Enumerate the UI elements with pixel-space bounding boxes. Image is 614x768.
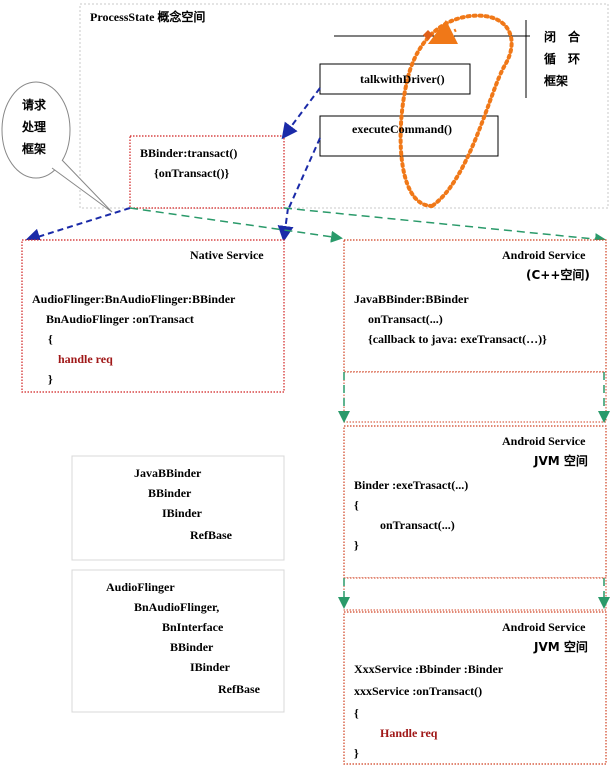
execute-to-bbinder-arrow [287,137,321,211]
android-jvm-line-1: Binder :exeTrasact(...) [354,478,469,492]
hierarchy-audio-1: AudioFlinger [106,580,175,594]
hierarchy-audio-3: BnInterface [162,620,224,634]
hierarchy-java-1: JavaBBinder [134,466,202,480]
android-jvm2-line-5: } [354,746,359,760]
bbinder-line-1: BBinder:transact() [140,146,238,160]
request-label-2: 处理 [22,120,47,134]
android-jvm2-title-2: JVM 空间 [534,640,588,654]
hierarchy-java-3: IBinder [162,506,203,520]
hierarchy-java-4: RefBase [190,528,232,542]
native-service-line-1: AudioFlinger:BnAudioFlinger:BBinder [32,292,236,306]
hierarchy-java-2: BBinder [148,486,192,500]
native-service-line-4: handle req [58,352,113,366]
loop-diamond [423,30,433,40]
talk-with-driver-box [319,63,471,95]
android-service-jvm-subframe [343,577,607,611]
hierarchy-audio-2: BnAudioFlinger, [134,600,220,614]
closed-loop-arrow [398,13,514,208]
android-jvm-title-2: JVM 空间 [534,454,588,468]
android-service-jvm2-box [343,611,607,765]
hierarchy-audio-box [71,569,285,713]
android-jvm-line-4: } [354,538,359,552]
bbinder-to-android-arrow [129,207,343,243]
native-service-line-5: } [48,372,53,386]
process-state-label: ProcessState 概念空间 [90,10,206,24]
request-label-1: 请求 [22,98,47,112]
hierarchy-java-box [71,455,285,561]
android-service-cpp-box [343,239,607,373]
hierarchy-audio-6: RefBase [218,682,260,696]
request-bubble-tail [51,159,113,213]
native-service-line-3: { [48,332,53,346]
android-jvm2-line-2: xxxService :onTransact() [354,684,483,698]
request-bubble [1,81,71,179]
bbinder-box [129,135,285,209]
execute-command-box [319,115,499,157]
closed-loop-label-1: 闭 [544,30,557,44]
talk-to-bbinder-arrow [281,87,321,140]
android-service-jvm-box [343,425,607,579]
bbinder-to-android-arrow-2 [283,207,607,246]
loop-top-arrowhead [427,19,459,45]
android-cpp-line-1: JavaBBinder:BBinder [354,292,469,306]
request-label-3: 框架 [22,142,47,156]
bbinder-line-2: {onTransact()} [154,166,230,180]
bbinder-to-native-arrow-2 [277,207,294,242]
closed-loop-label-3: 循 [544,52,557,66]
native-service-title: Native Service [190,248,264,262]
native-service-box [21,239,285,393]
talk-with-driver-text: talkwithDriver() [360,72,445,86]
native-service-line-2: BnAudioFlinger :onTransact [46,312,194,326]
hierarchy-audio-5: IBinder [190,660,231,674]
android-jvm2-line-1: XxxService :Bbinder :Binder [354,662,504,676]
android-cpp-line-3: {callback to java: exeTransact(…)} [368,332,547,346]
closed-loop-label-4: 环 [568,52,581,66]
android-cpp-title-2: (C++空间) [526,268,590,282]
closed-loop-label-5: 框架 [544,74,569,88]
hierarchy-audio-4: BBinder [170,640,214,654]
android-cpp-title-1: Android Service [502,248,586,262]
android-jvm2-line-4: Handle req [380,726,438,740]
android-service-cpp-subframe [343,371,607,423]
android-jvm-line-3: onTransact(...) [380,518,455,532]
android-jvm-title-1: Android Service [502,434,586,448]
bbinder-to-native-arrow [24,207,131,245]
execute-command-text: executeCommand() [352,122,452,136]
android-jvm2-line-3: { [354,706,359,720]
process-state-frame [79,3,609,209]
android-jvm2-title-1: Android Service [502,620,586,634]
android-jvm-line-2: { [354,498,359,512]
android-cpp-line-2: onTransact(...) [368,312,443,326]
closed-loop-label-2: 合 [568,30,581,44]
